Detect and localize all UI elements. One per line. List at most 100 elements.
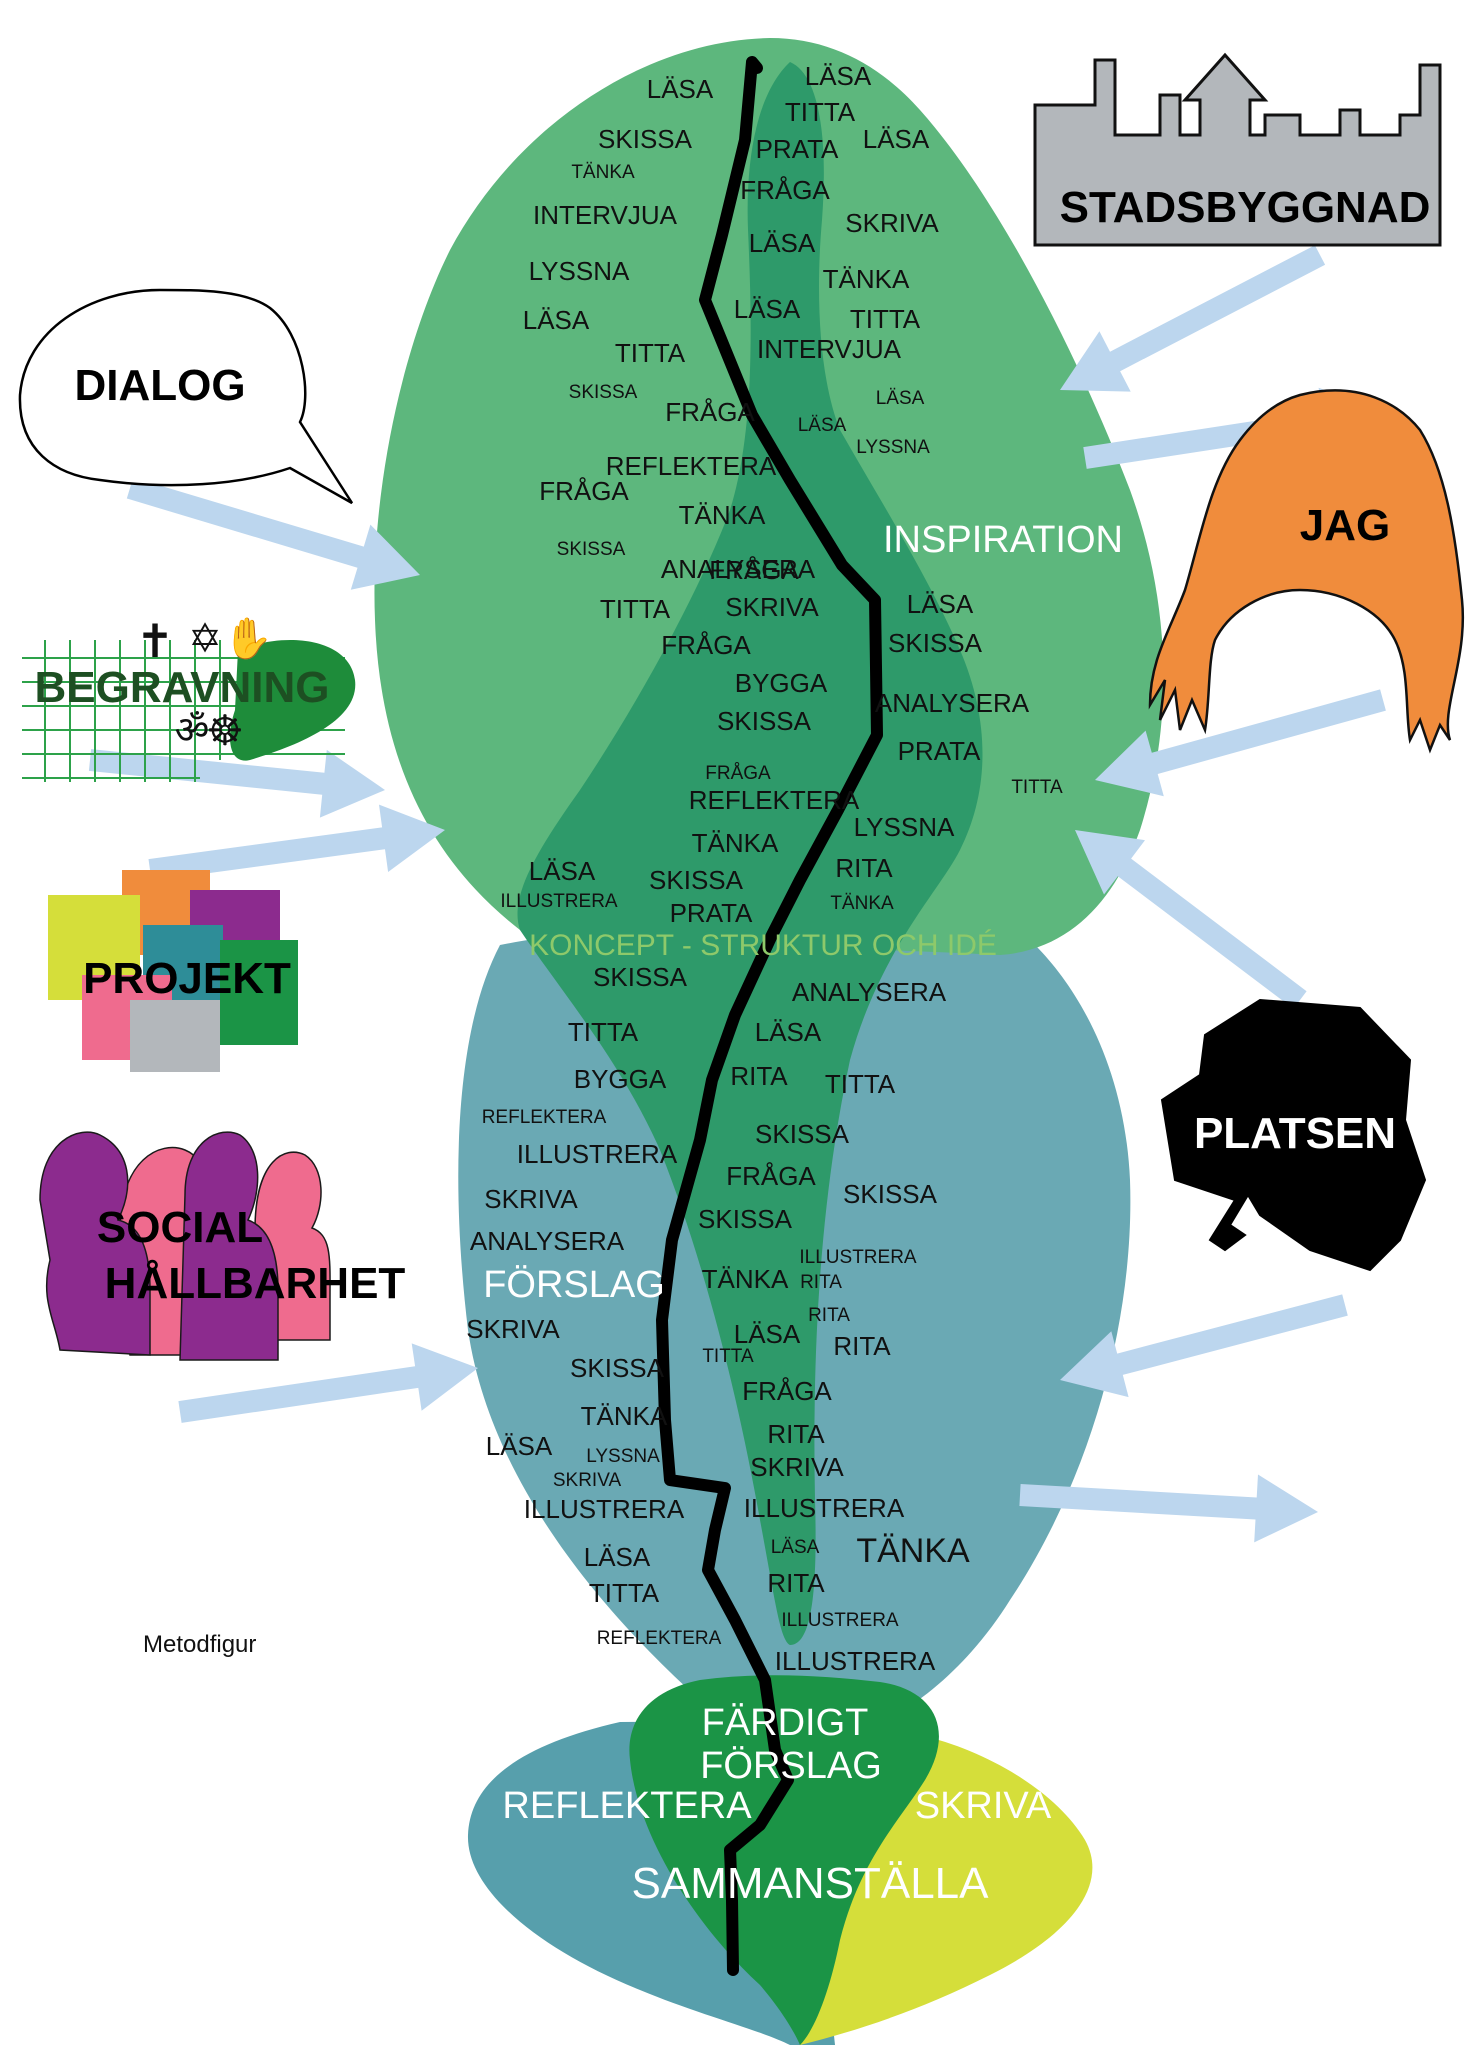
activity-word: SKRIVA — [484, 1184, 578, 1214]
activity-word: ANALYSERA — [470, 1226, 625, 1256]
activity-word: LÄSA — [749, 228, 816, 258]
hand-icon: ✋ — [223, 615, 273, 661]
activity-word: SKISSA — [598, 124, 693, 154]
influence-arrow — [88, 749, 386, 818]
activity-word: TÄNKA — [830, 893, 894, 914]
final-region — [629, 1675, 939, 2045]
activity-word: LYSSNA — [529, 256, 630, 286]
activity-word: ILLUSTRERA — [500, 891, 618, 912]
caption: Metodfigur — [143, 1631, 256, 1658]
platsen-figure: PLATSEN — [1160, 998, 1427, 1272]
phase-proposal: FÖRSLAG — [483, 1264, 665, 1306]
activity-word: FRÅGA — [539, 476, 629, 506]
activity-word: PRATA — [898, 736, 981, 766]
influence-arrow — [148, 804, 445, 881]
activity-word: INTERVJUA — [757, 334, 902, 364]
phase-final-line1: FÄRDIGT — [702, 1702, 869, 1744]
activity-word: LYSSNA — [586, 1446, 660, 1467]
activity-word: LÄSA — [529, 856, 596, 886]
phase-concept: KONCEPT - STRUKTUR OCH IDÉ — [529, 929, 997, 962]
activity-word: TITTA — [589, 1578, 660, 1608]
activity-word: LÄSA — [876, 388, 925, 409]
activity-word: TITTA — [702, 1346, 754, 1367]
activity-word: LÄSA — [805, 61, 872, 91]
platsen-label: PLATSEN — [1194, 1109, 1396, 1158]
social-label-line2: HÅLLBARHET — [105, 1259, 406, 1308]
activity-word: SKISSA — [570, 1353, 665, 1383]
activity-word: TÄNKA — [692, 828, 779, 858]
activity-word: LÄSA — [734, 294, 801, 324]
activity-word: SKISSA — [569, 382, 638, 403]
activity-word: LÄSA — [755, 1017, 822, 1047]
activity-word: SKRIVA — [553, 1470, 622, 1491]
activity-word: LYSSNA — [856, 437, 930, 458]
process-path — [656, 56, 883, 1976]
dialog-bubble: DIALOG — [18, 288, 354, 505]
activity-word: ANALYSERA — [661, 554, 816, 584]
activity-word: TÄNKA — [571, 162, 635, 183]
phase-write: SKRIVA — [915, 1785, 1052, 1827]
activity-word: RITA — [767, 1419, 825, 1449]
activity-word: TITTA — [600, 594, 671, 624]
activity-word: RITA — [730, 1061, 788, 1091]
activity-word: TITTA — [785, 97, 856, 127]
concept-region — [517, 62, 983, 1645]
activity-word: ILLUSTRERA — [781, 1610, 899, 1631]
activity-word: ILLUSTRERA — [524, 1494, 685, 1524]
activity-word: RITA — [833, 1331, 891, 1361]
activity-word: BYGGA — [574, 1064, 667, 1094]
influence-arrow — [178, 1343, 478, 1423]
projekt-figure: PROJEKT — [48, 870, 298, 1072]
activity-word: LÄSA — [771, 1537, 820, 1558]
influence-arrow — [1060, 1294, 1348, 1398]
activity-word: FRÅGA — [726, 1161, 816, 1191]
activity-word: SKRIVA — [466, 1314, 560, 1344]
activity-word: FRÅGA — [705, 763, 771, 784]
influence-arrow — [126, 477, 421, 590]
activity-word: SKISSA — [843, 1179, 938, 1209]
om-icon: ॐ — [175, 710, 210, 752]
activity-word: REFLEKTERA — [482, 1107, 607, 1128]
phase-reflect: REFLEKTERA — [502, 1785, 752, 1827]
phase-inspiration: INSPIRATION — [883, 519, 1123, 561]
influence-arrow — [1019, 1474, 1318, 1543]
activity-word: SKISSA — [557, 539, 626, 560]
activity-word: LYSSNA — [854, 812, 955, 842]
activity-word: PRATA — [670, 898, 753, 928]
phase-final-line2: FÖRSLAG — [700, 1745, 882, 1787]
jag-figure: JAG — [1148, 389, 1465, 754]
activity-word: FRÅGA — [665, 397, 755, 427]
activity-word: LÄSA — [907, 589, 974, 619]
stadsbyggnad-label: STADSBYGGNAD — [1060, 183, 1431, 232]
dialog-label: DIALOG — [74, 361, 245, 410]
activity-word: TÄNKA — [679, 500, 766, 530]
activity-word: FRÅGA — [709, 555, 799, 585]
activity-word: LÄSA — [486, 1431, 553, 1461]
projekt-label: PROJEKT — [83, 954, 291, 1003]
phase-compile: SAMMANSTÄLLA — [632, 1859, 990, 1908]
activity-word: LÄSA — [734, 1319, 801, 1349]
activity-word: TITTA — [850, 304, 921, 334]
activity-word: LÄSA — [798, 415, 847, 436]
influence-arrow — [1095, 689, 1386, 797]
begravning-label: BEGRAVNING — [35, 663, 330, 712]
activity-word: PRATA — [756, 134, 839, 164]
activity-word: RITA — [800, 1272, 842, 1293]
influence-arrows — [88, 245, 1386, 1543]
activity-word: SKISSA — [717, 706, 812, 736]
activity-word: SKISSA — [593, 962, 688, 992]
activity-word: SKISSA — [888, 628, 983, 658]
activity-word: RITA — [808, 1305, 850, 1326]
activity-word: SKISSA — [649, 865, 744, 895]
activity-word: TÄNKA — [856, 1532, 970, 1570]
activity-word: LÄSA — [584, 1542, 651, 1572]
activity-word: TÄNKA — [702, 1264, 789, 1294]
activity-word: SKISSA — [755, 1119, 850, 1149]
activity-word: LÄSA — [647, 74, 714, 104]
activity-word: RITA — [767, 1568, 825, 1598]
cross-icon: ✝ — [136, 615, 175, 667]
begravning-figure: ✝ ✡ ✋ ॐ ☸ BEGRAVNING — [22, 615, 356, 782]
activity-word: ILLUSTRERA — [744, 1493, 905, 1523]
stadsbyggnad-figure: STADSBYGGNAD — [1033, 52, 1442, 247]
